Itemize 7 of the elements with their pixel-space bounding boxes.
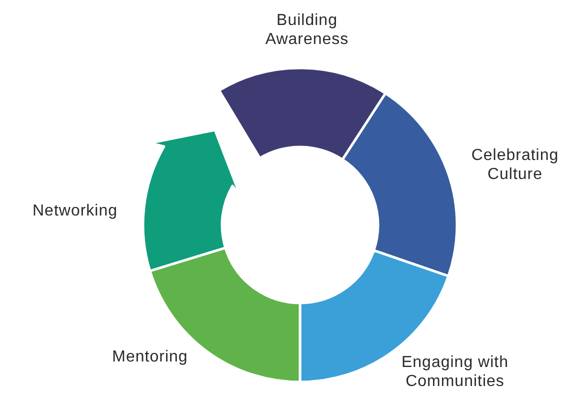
segment-label: Celebrating Culture — [470, 146, 560, 184]
segment-label: Building Awareness — [264, 11, 350, 49]
segment-label: Mentoring — [111, 348, 189, 366]
segment-label: Engaging with Communities — [400, 353, 510, 391]
segment-label: Networking — [31, 202, 119, 220]
ring-segment — [218, 66, 387, 161]
ring-segment — [341, 92, 458, 278]
